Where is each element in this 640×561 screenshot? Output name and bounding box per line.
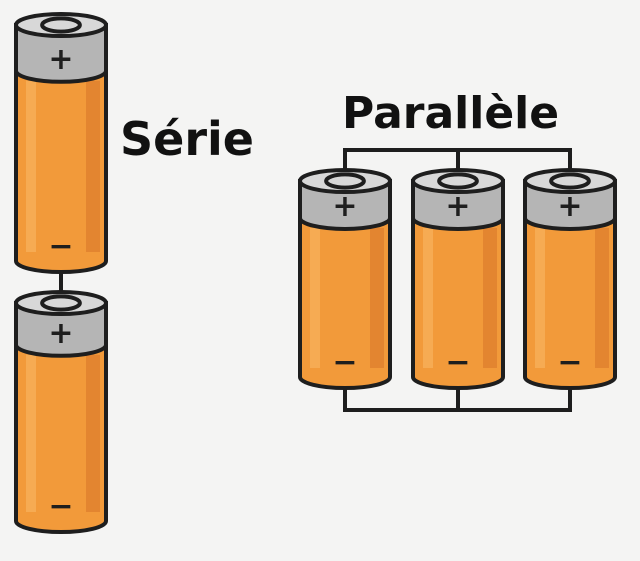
plus-sign: +	[445, 189, 470, 224]
battery-body	[411, 215, 505, 390]
plus-sign: +	[48, 316, 73, 351]
battery-body	[523, 215, 617, 390]
minus-sign: −	[48, 229, 73, 264]
positive-terminal	[40, 294, 82, 312]
parallel-battery-2: +−	[411, 168, 505, 390]
parallel-battery-3: +−	[523, 168, 617, 390]
series-battery-1: +−	[14, 12, 108, 274]
battery-cap	[14, 301, 108, 358]
battery-body	[14, 342, 108, 534]
plus-sign: +	[332, 189, 357, 224]
battery-cap	[298, 179, 392, 231]
positive-terminal	[549, 172, 591, 190]
positive-terminal	[40, 16, 82, 34]
minus-sign: −	[332, 345, 357, 380]
parallel-label: Parallèle	[342, 88, 560, 139]
battery-body	[298, 215, 392, 390]
battery-cap	[14, 23, 108, 84]
series-label: Série	[120, 112, 254, 166]
minus-sign: −	[445, 345, 470, 380]
plus-sign: +	[557, 189, 582, 224]
parallel-battery-1: +−	[298, 168, 392, 390]
battery-cap	[411, 179, 505, 231]
minus-sign: −	[557, 345, 582, 380]
battery-cap	[523, 179, 617, 231]
plus-sign: +	[48, 42, 73, 77]
minus-sign: −	[48, 489, 73, 524]
series-battery-2: +−	[14, 290, 108, 534]
positive-terminal	[324, 172, 366, 190]
battery-body	[14, 68, 108, 274]
positive-terminal	[437, 172, 479, 190]
